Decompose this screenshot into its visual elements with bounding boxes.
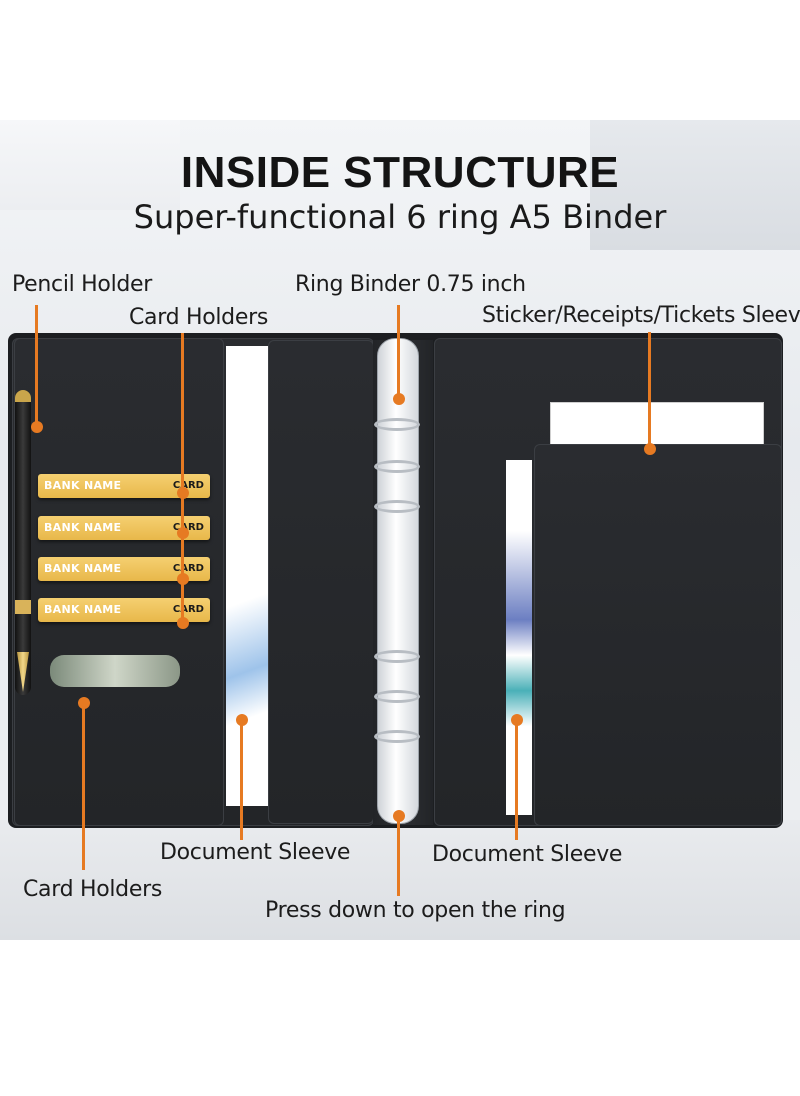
- left-document-sleeve: [268, 340, 374, 824]
- callout-line-ring: [397, 305, 400, 400]
- label-document-sleeve-left: Document Sleeve: [160, 840, 351, 865]
- bank-name: BANK NAME: [44, 562, 122, 575]
- callout-line-doc-right: [515, 722, 518, 840]
- callout-dot-press: [393, 810, 405, 822]
- card-tag: CARD: [172, 604, 204, 615]
- cash-bill: [50, 655, 180, 687]
- binder-ring: [374, 500, 420, 513]
- left-card-pocket-panel: [14, 338, 224, 826]
- callout-dot-card: [177, 617, 189, 629]
- background-window: [590, 120, 800, 250]
- label-pencil-holder: Pencil Holder: [12, 272, 153, 297]
- callout-line-doc-left: [240, 722, 243, 840]
- callout-dot-ring: [393, 393, 405, 405]
- binder-ring: [374, 690, 420, 703]
- card-tag: CARD: [172, 563, 204, 574]
- callout-dot-card-pocket: [78, 697, 90, 709]
- callout-dot-card: [177, 573, 189, 585]
- callout-line-pencil: [35, 305, 38, 427]
- label-press-down: Press down to open the ring: [265, 898, 566, 923]
- right-document-sheet: [506, 460, 532, 815]
- label-sticker-sleeve: Sticker/Receipts/Tickets Sleeve: [482, 303, 800, 328]
- binder-ring: [374, 730, 420, 743]
- callout-line-card-pocket: [82, 705, 85, 870]
- fountain-pen: [15, 390, 31, 695]
- callout-line-cards: [181, 333, 184, 623]
- callout-line-sleeve: [648, 332, 651, 450]
- ring-mechanism: [377, 338, 419, 824]
- bank-name: BANK NAME: [44, 603, 122, 616]
- binder-ring: [374, 460, 420, 473]
- label-document-sleeve-right: Document Sleeve: [432, 842, 623, 867]
- label-ring-binder: Ring Binder 0.75 inch: [295, 272, 526, 297]
- background-floor: [0, 820, 800, 940]
- callout-dot-pencil: [31, 421, 43, 433]
- binder-ring: [374, 650, 420, 663]
- callout-line-press: [397, 818, 400, 896]
- callout-dot-doc-right: [511, 714, 523, 726]
- label-card-holders-bottom: Card Holders: [23, 877, 162, 902]
- binder-ring: [374, 418, 420, 431]
- card-tag: CARD: [172, 480, 204, 491]
- page-subtitle: Super-functional 6 ring A5 Binder: [133, 198, 667, 236]
- left-document-sheet: [226, 346, 270, 806]
- background-window: [0, 120, 180, 210]
- bank-name: BANK NAME: [44, 521, 122, 534]
- page-title: INSIDE STRUCTURE: [180, 148, 620, 197]
- callout-dot-card: [177, 527, 189, 539]
- bank-name: BANK NAME: [44, 479, 122, 492]
- right-sleeve-pocket: [534, 444, 782, 826]
- card-tag: CARD: [172, 522, 204, 533]
- label-card-holders-top: Card Holders: [129, 305, 268, 330]
- callout-dot-doc-left: [236, 714, 248, 726]
- callout-dot-card: [177, 487, 189, 499]
- callout-dot-sleeve: [644, 443, 656, 455]
